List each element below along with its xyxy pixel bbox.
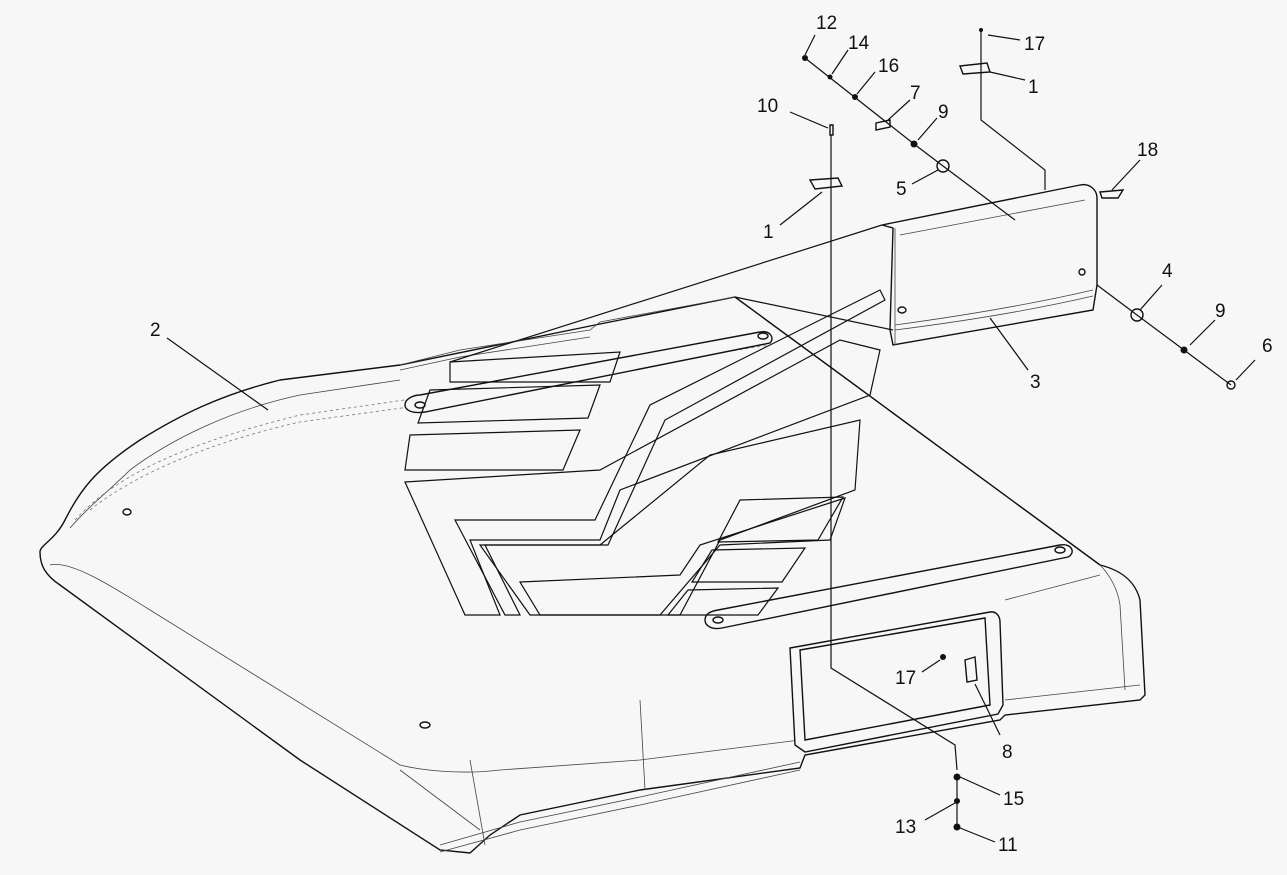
callout-5: 5 (896, 179, 907, 200)
callout-9-right: 9 (1215, 301, 1226, 322)
callout-9-top: 9 (938, 102, 949, 123)
callout-3: 3 (1030, 372, 1041, 393)
callout-1-right: 1 (1028, 77, 1039, 98)
callout-labels: 12 14 16 7 9 10 5 1 17 1 18 2 3 4 9 6 17… (150, 13, 1273, 856)
callout-17-top: 17 (1024, 34, 1045, 55)
callout-16: 16 (878, 56, 899, 77)
assembly-lines (449, 30, 1232, 827)
callout-12: 12 (816, 13, 837, 34)
side-panel (881, 183, 1098, 346)
callout-8: 8 (1002, 742, 1013, 763)
access-hatch (789, 611, 1004, 753)
callout-13: 13 (895, 817, 916, 838)
hood-panel (39, 296, 1146, 854)
chevron-emblem (404, 289, 886, 616)
callout-18: 18 (1137, 140, 1158, 161)
callout-15: 15 (1003, 789, 1024, 810)
callout-2: 2 (150, 320, 161, 341)
callout-7: 7 (910, 83, 921, 104)
callout-10: 10 (757, 96, 778, 117)
callout-17-hatch: 17 (895, 668, 916, 689)
leader-lines (166, 34, 1256, 843)
latch-8 (964, 656, 978, 683)
callout-14: 14 (848, 33, 870, 54)
callout-11: 11 (998, 835, 1018, 856)
callout-6: 6 (1262, 336, 1273, 357)
callout-4: 4 (1162, 261, 1173, 282)
callout-1-left: 1 (763, 222, 774, 243)
